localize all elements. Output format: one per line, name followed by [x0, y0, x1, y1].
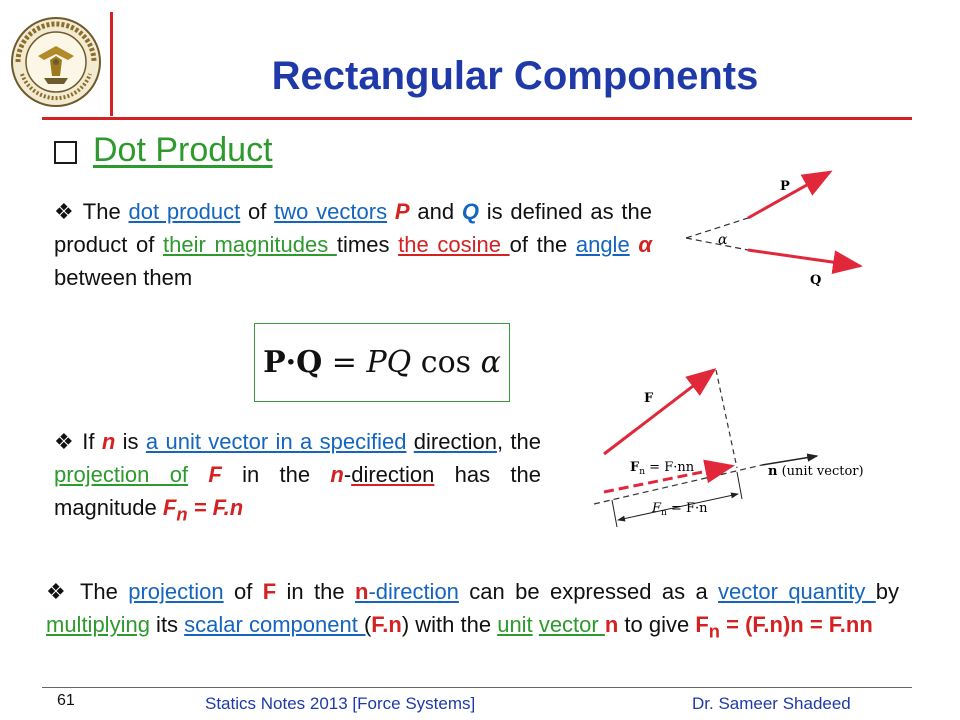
- term-unit-vector: a unit vector in a specified: [145, 429, 407, 454]
- diamond-bullet-icon: ❖: [54, 429, 75, 454]
- label-f: F: [644, 391, 654, 406]
- term-projection-of: projection of: [54, 462, 189, 487]
- section-heading: Dot Product: [54, 131, 273, 170]
- figure-p-q-angle: P Q α: [685, 170, 863, 288]
- label-p: P: [780, 179, 790, 194]
- term-unit: unit: [497, 612, 533, 637]
- term-their-magnitudes: their magnitudes: [163, 232, 337, 257]
- term-dot-product: dot product: [128, 199, 241, 224]
- formula-rhs: PQ: [366, 345, 412, 380]
- symbol-n-2: n: [604, 612, 619, 637]
- label-alpha: α: [718, 232, 728, 248]
- formula-cos: cos: [411, 345, 481, 380]
- vector-f: F: [208, 462, 222, 487]
- term-the-cosine: the cosine: [398, 232, 510, 257]
- symbol-alpha: α: [638, 232, 652, 257]
- magnitude-fn: Fn = F.n: [162, 495, 244, 525]
- final-equation: Fn = (F.n)n = F.nn: [695, 612, 873, 642]
- label-fn-vector: Fn = F·nn: [630, 460, 695, 477]
- diamond-bullet-icon: ❖: [46, 579, 70, 604]
- checkbox-bullet-icon: [54, 140, 77, 164]
- diamond-bullet-icon: ❖: [54, 199, 76, 224]
- term-vector: vector: [538, 612, 605, 637]
- label-q: Q: [810, 273, 821, 288]
- dot-product-formula: P·Q = PQ cos α: [254, 323, 510, 402]
- formula-alpha: α: [480, 345, 501, 380]
- vector-f: F: [262, 579, 277, 604]
- term-vector-quantity: vector quantity: [718, 579, 876, 604]
- symbol-n-direction: n: [330, 462, 344, 487]
- page-number: 61: [57, 692, 75, 709]
- title-vertical-rule: [110, 12, 113, 116]
- term-direction: direction: [413, 429, 497, 454]
- vector-p: P: [394, 199, 410, 224]
- footer-course: Statics Notes 2013 [Force Systems]: [205, 694, 476, 713]
- label-fn-scalar: Fn = F·n: [651, 501, 708, 518]
- title-horizontal-rule: [42, 117, 912, 120]
- footer-rule: [42, 687, 912, 688]
- term-direction-2: direction: [351, 462, 435, 487]
- paragraph-projection-vector: ❖ The projection of F in the n-direction…: [46, 579, 899, 642]
- figure-projection: F Fn = F·nn n (unit vector) Fn = F·n: [593, 368, 864, 528]
- term-multiplying: multiplying: [46, 612, 150, 637]
- scalar-fn: F.n: [371, 612, 402, 637]
- university-logo: [11, 17, 101, 107]
- term-two-vectors: two vectors: [274, 199, 388, 224]
- formula-equals: =: [322, 345, 367, 380]
- section-heading-text: Dot Product: [93, 131, 273, 169]
- slide-title: Rectangular Components: [271, 54, 759, 98]
- term-angle: angle: [575, 232, 630, 257]
- term-projection: projection: [128, 579, 224, 604]
- paragraph-projection-magnitude: ❖ If n is a unit vector in a specified d…: [54, 429, 542, 525]
- formula-lhs: P·Q: [263, 345, 323, 380]
- footer-author: Dr. Sameer Shadeed: [692, 694, 851, 713]
- term-direction: -direction: [368, 579, 459, 604]
- symbol-n: n: [354, 579, 369, 604]
- term-scalar-component: scalar component: [184, 612, 364, 637]
- symbol-n: n: [101, 429, 116, 454]
- vector-q: Q: [461, 199, 479, 224]
- paragraph-dot-product: ❖ The dot product of two vectors P and Q…: [54, 199, 652, 290]
- label-unit-vector: n (unit vector): [768, 464, 864, 479]
